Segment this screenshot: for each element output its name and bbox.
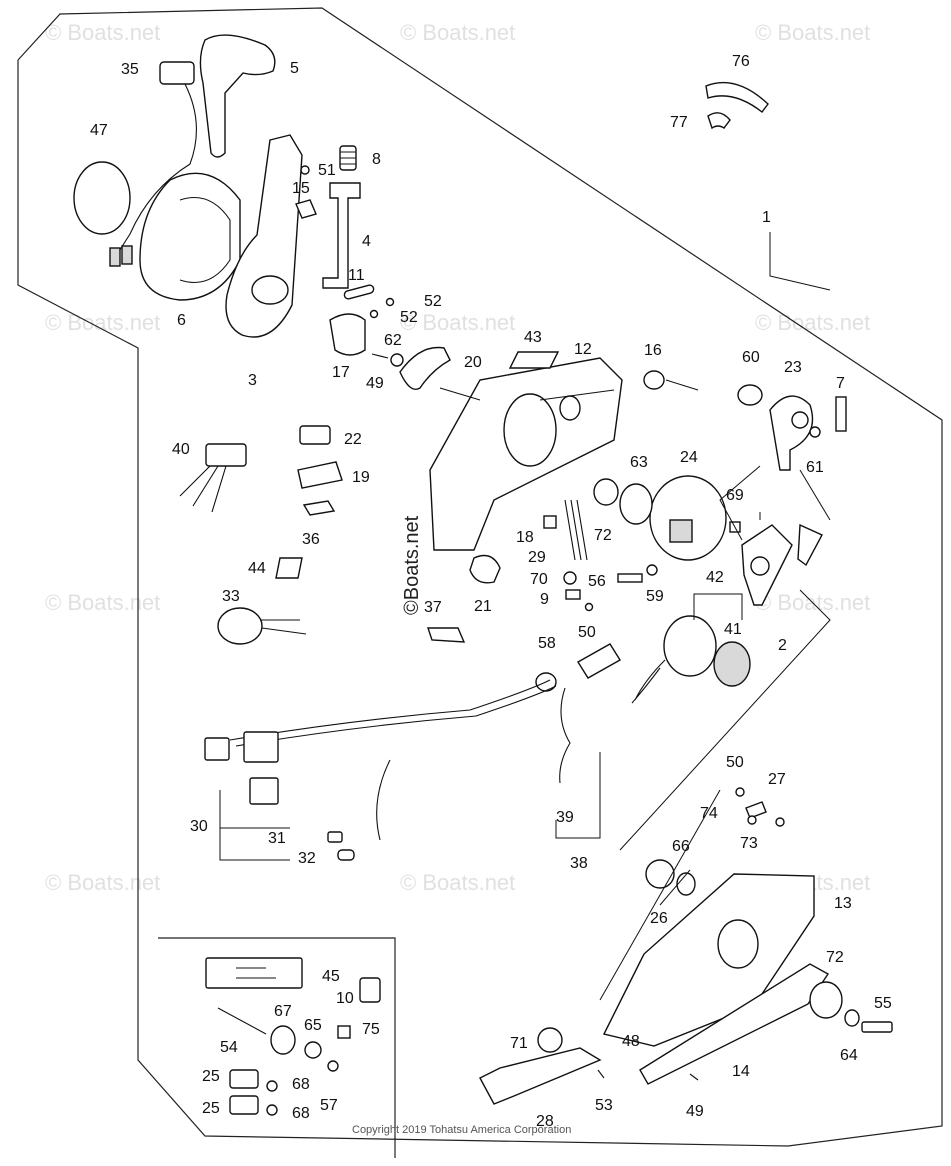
part-label: 56: [588, 573, 606, 590]
part-label: 8: [372, 151, 381, 168]
part-label: 47: [90, 122, 108, 139]
part-label: 10: [336, 990, 354, 1007]
part-label: 31: [268, 830, 286, 847]
watermark: © Boats.net: [755, 20, 870, 45]
copyright-text: Copyright 2019 Tohatsu America Corporati…: [352, 1124, 571, 1136]
part-label: 60: [742, 349, 760, 366]
part-label: 43: [524, 329, 542, 346]
watermark: © Boats.net: [400, 20, 515, 45]
kit-inset-box: [158, 937, 396, 1158]
watermark: © Boats.net: [45, 20, 160, 45]
part-label: 26: [650, 910, 668, 927]
part-label: 13: [834, 895, 852, 912]
part-label: 25: [202, 1068, 220, 1085]
part-label: 7: [836, 375, 845, 392]
part-label: 66: [672, 838, 690, 855]
assembly-outline: [17, 7, 943, 1147]
part-label: 35: [121, 61, 139, 78]
part-label: 41: [724, 621, 742, 638]
part-label: 1: [762, 209, 771, 226]
part-label: 76: [732, 53, 750, 70]
part-label: 49: [366, 375, 384, 392]
part-label: 75: [362, 1021, 380, 1038]
part-label: 55: [874, 995, 892, 1012]
part-label: 67: [274, 1003, 292, 1020]
part-label: 32: [298, 850, 316, 867]
part-label: 68: [292, 1076, 310, 1093]
watermark: © Boats.net: [400, 310, 515, 335]
part-label: 42: [706, 569, 724, 586]
part-label: 53: [595, 1097, 613, 1114]
part-graphics: [73, 34, 893, 1116]
watermark: © Boats.net: [400, 870, 515, 895]
part-label: 21: [474, 598, 492, 615]
part-label: 73: [740, 835, 758, 852]
part-label: 44: [248, 560, 266, 577]
part-label: 50: [726, 754, 744, 771]
part-label: 52: [424, 293, 442, 310]
part-label: 11: [348, 267, 365, 284]
part-label: 27: [768, 771, 786, 788]
watermark: © Boats.net: [755, 310, 870, 335]
part-label: 30: [190, 818, 208, 835]
part-label: 28: [536, 1113, 554, 1130]
part-label: 37: [424, 599, 442, 616]
watermark: © Boats.net: [45, 590, 160, 615]
part-label: 74: [700, 805, 718, 822]
part-label: 68: [292, 1105, 310, 1122]
part-label: 29: [528, 549, 546, 566]
part-label: 19: [352, 469, 370, 486]
part-label: 50: [578, 624, 596, 641]
part-label: 38: [570, 855, 588, 872]
part-label: 77: [670, 114, 688, 131]
part-label: 23: [784, 359, 802, 376]
part-label: 69: [726, 487, 744, 504]
part-label: 4: [362, 233, 371, 250]
part-label: 61: [806, 459, 824, 476]
part-label: 25: [202, 1100, 220, 1117]
part-label: 45: [322, 968, 340, 985]
part-label: 72: [594, 527, 612, 544]
part-label: 18: [516, 529, 534, 546]
part-label: 16: [644, 342, 662, 359]
part-label: 40: [172, 441, 190, 458]
part-number-labels: 1 2 3 4 5 6 7 8 9 10 11 12 13 14 15 16 1…: [90, 53, 892, 1130]
part-label: 36: [302, 531, 320, 548]
part-label: 64: [840, 1047, 858, 1064]
part-label: 5: [290, 60, 299, 77]
part-label: 51: [318, 162, 336, 179]
watermark: © Boats.net: [45, 870, 160, 895]
part-label: 62: [384, 332, 402, 349]
part-label: 24: [680, 449, 698, 466]
part-label: 72: [826, 949, 844, 966]
part-label: 65: [304, 1017, 322, 1034]
part-label: 17: [332, 364, 350, 381]
part-label: 14: [732, 1063, 750, 1080]
leader-lines: [219, 232, 831, 1001]
part-label: 33: [222, 588, 240, 605]
watermark-layer: © Boats.net © Boats.net © Boats.net © Bo…: [45, 20, 870, 895]
part-label: 58: [538, 635, 556, 652]
part-label: 57: [320, 1097, 338, 1114]
part-label: 48: [622, 1033, 640, 1050]
part-label: 52: [400, 309, 418, 326]
part-label: 2: [778, 637, 787, 654]
part-label: 9: [540, 591, 549, 608]
part-label: 49: [686, 1103, 704, 1120]
part-label: 3: [248, 372, 257, 389]
part-label: 15: [292, 180, 310, 197]
part-label: 70: [530, 571, 548, 588]
part-label: 71: [510, 1035, 528, 1052]
part-label: 12: [574, 341, 592, 358]
part-label: 39: [556, 809, 574, 826]
part-label: 6: [177, 312, 186, 329]
part-label: 54: [220, 1039, 238, 1056]
watermark: © Boats.net: [45, 310, 160, 335]
part-label: 63: [630, 454, 648, 471]
part-label: 59: [646, 588, 664, 605]
part-label: 20: [464, 354, 482, 371]
part-label: 22: [344, 431, 362, 448]
center-watermark: ©Boats.net: [401, 515, 423, 615]
